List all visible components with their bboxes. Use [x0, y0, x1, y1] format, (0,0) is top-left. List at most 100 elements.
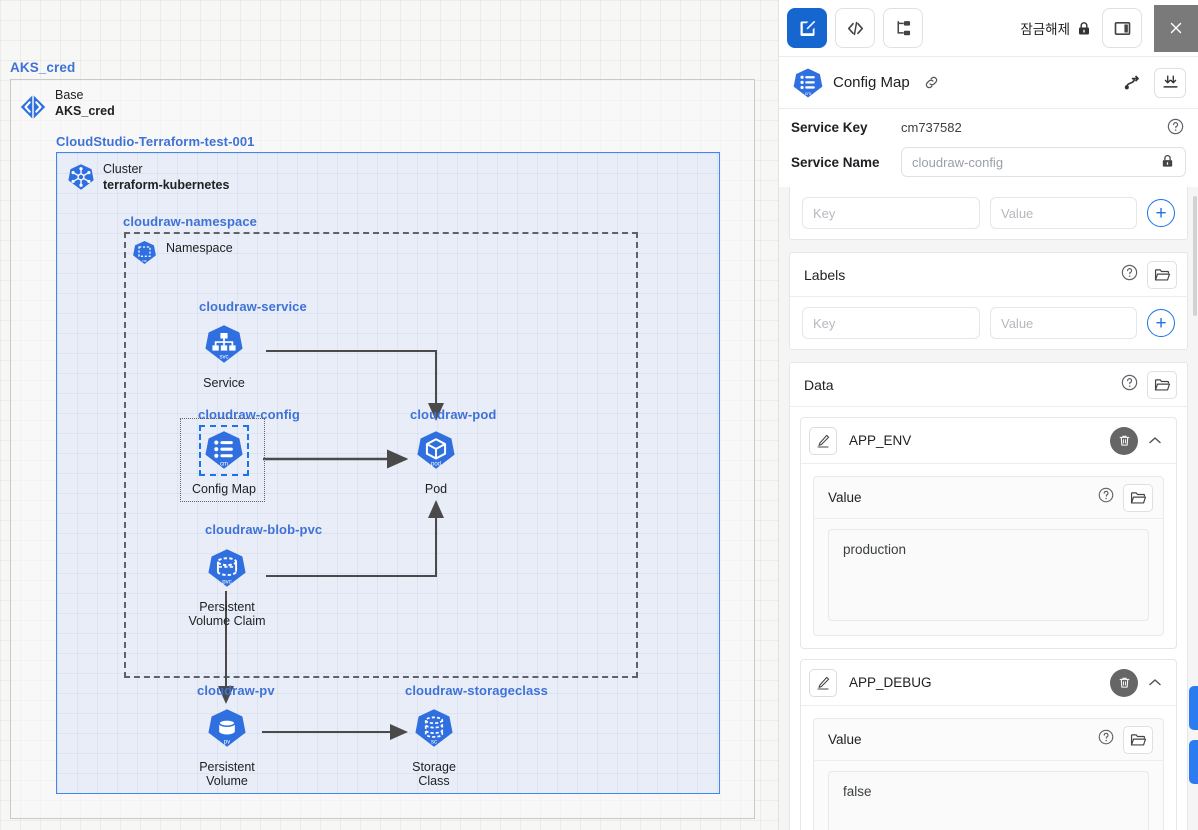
diagram-canvas[interactable]: AKS_cred Base AKS_cred CloudStudio-Terra…: [0, 0, 778, 830]
data-item-value-folder-button[interactable]: [1123, 483, 1153, 512]
lock-toggle-button[interactable]: [1076, 20, 1092, 37]
configmap-caption: Config Map: [192, 482, 256, 496]
storageclass-group-label: cloudraw-storageclass: [405, 683, 548, 698]
data-item-delete-button[interactable]: [1110, 668, 1138, 697]
service-name-label: Service Name: [791, 154, 880, 170]
namespace-container[interactable]: [124, 232, 638, 678]
pv-caption: Persistent Volume: [180, 760, 274, 788]
service-group-label: cloudraw-service: [199, 299, 307, 314]
data-help-button[interactable]: [1120, 373, 1139, 397]
close-panel-button[interactable]: [1154, 4, 1198, 52]
base-name: AKS_cred: [55, 104, 115, 118]
annotations-value-input[interactable]: Value: [990, 197, 1137, 229]
caret-up-icon: [1149, 679, 1161, 686]
data-item-edit-button[interactable]: [809, 668, 837, 697]
labels-add-button[interactable]: +: [1147, 309, 1175, 337]
help-circle-icon: [1098, 729, 1114, 745]
node-storageclass[interactable]: sc Storage Class: [387, 706, 481, 788]
labels-folder-button[interactable]: [1147, 260, 1177, 289]
namespace-node-caption: Namespace: [166, 241, 233, 255]
code-view-button[interactable]: [835, 8, 875, 48]
hierarchy-tree-button[interactable]: [883, 8, 923, 48]
node-configmap[interactable]: cm Config Map: [177, 428, 271, 496]
code-diamond-icon: [20, 94, 46, 120]
service-key-value: cm737582: [901, 119, 962, 135]
panel-title-bar: cm Config Map: [779, 57, 1198, 109]
data-item-value-label: Value: [828, 732, 862, 747]
data-item-value-card: Value: [813, 718, 1164, 830]
annotations-card: Key Value +: [789, 187, 1188, 240]
pod-caption: Pod: [424, 482, 448, 496]
panel-scroll-body[interactable]: Key Value + Labels: [779, 187, 1198, 830]
caret-up-icon: [1149, 437, 1161, 444]
folder-open-icon: [1130, 491, 1147, 504]
labels-value-input[interactable]: Value: [990, 307, 1137, 339]
service-name-row: Service Name cloudraw-config: [779, 142, 1198, 187]
data-item-delete-button[interactable]: [1110, 426, 1138, 455]
folder-open-icon: [1154, 378, 1171, 391]
node-service[interactable]: svc Service: [177, 322, 271, 390]
properties-panel: 잠금해제: [778, 0, 1198, 830]
split-panel-icon: [1114, 21, 1130, 35]
svg-text:sc: sc: [431, 739, 437, 745]
data-item-value-textarea[interactable]: false: [828, 771, 1149, 830]
labels-kv-row: Key Value +: [790, 297, 1187, 349]
pv-group-label: cloudraw-pv: [197, 683, 275, 698]
pvc-caption-line2: Volume Claim: [188, 614, 266, 628]
panel-scrollbar[interactable]: [1193, 196, 1197, 316]
service-name-input[interactable]: cloudraw-config: [901, 147, 1186, 177]
project-group-label: CloudStudio-Terraform-test-001: [56, 134, 255, 149]
service-name-lock-button[interactable]: [1160, 153, 1175, 172]
data-item-value-label: Value: [828, 490, 862, 505]
k8s-service-icon: svc: [205, 325, 243, 363]
node-pod[interactable]: pod Pod: [389, 428, 483, 496]
data-item-value-card: Value: [813, 476, 1164, 636]
code-brackets-icon: [847, 21, 863, 35]
data-item-edit-button[interactable]: [809, 426, 837, 455]
help-circle-icon: [1167, 118, 1184, 135]
pv-caption-line1: Persistent: [199, 760, 255, 774]
data-item-value-folder-button[interactable]: [1123, 725, 1153, 754]
service-key-row: Service Key cm737582: [779, 109, 1198, 142]
labels-help-button[interactable]: [1120, 263, 1139, 287]
cluster-container[interactable]: [56, 152, 720, 794]
data-item-value-help-button[interactable]: [1097, 728, 1115, 751]
data-card-header: Data: [790, 363, 1187, 407]
lock-status-label: 잠금해제: [1020, 22, 1070, 37]
data-item-value-help-button[interactable]: [1097, 486, 1115, 509]
link-chain-icon: [926, 76, 938, 89]
annotations-key-input[interactable]: Key: [802, 197, 980, 229]
panel-title-label: Config Map: [833, 74, 910, 91]
trash-icon: [1119, 677, 1129, 688]
base-kind: Base: [55, 88, 84, 102]
data-item-header: APP_DEBUG: [801, 660, 1176, 706]
data-title: Data: [804, 376, 834, 393]
data-folder-button[interactable]: [1147, 370, 1177, 399]
node-pv[interactable]: pv Persistent Volume: [180, 706, 274, 788]
labels-key-input[interactable]: Key: [802, 307, 980, 339]
data-item-collapse-button[interactable]: [1144, 672, 1166, 694]
data-item: APP_DEBUG: [800, 659, 1177, 830]
help-circle-icon: [1121, 374, 1138, 390]
k8s-storageclass-icon: sc: [415, 709, 453, 747]
k8s-pod-icon: pod: [417, 431, 455, 469]
data-item-collapse-button[interactable]: [1144, 430, 1166, 452]
cluster-node-text: Cluster terraform-kubernetes: [103, 161, 229, 193]
storageclass-caption: Storage Class: [387, 760, 481, 788]
data-item-value-header: Value: [814, 477, 1163, 519]
close-x-icon: [1170, 22, 1182, 34]
annotations-add-button[interactable]: +: [1147, 199, 1175, 227]
connector-flow-button[interactable]: [1118, 69, 1146, 97]
service-key-help-button[interactable]: [1166, 117, 1186, 137]
connector-flow-icon: [1124, 75, 1139, 90]
data-item-value-textarea[interactable]: production: [828, 529, 1149, 621]
node-pvc[interactable]: pvc Persistent Volume Claim: [180, 546, 274, 628]
configmap-bounding-box: [180, 418, 265, 502]
edit-document-button[interactable]: [787, 8, 827, 48]
svg-text:cm: cm: [805, 90, 811, 95]
k8s-pv-icon: pv: [208, 709, 246, 747]
import-button[interactable]: [1154, 67, 1186, 98]
hierarchy-tree-icon: [897, 20, 910, 35]
split-panel-button[interactable]: [1102, 8, 1142, 48]
copy-link-button[interactable]: [918, 69, 946, 97]
